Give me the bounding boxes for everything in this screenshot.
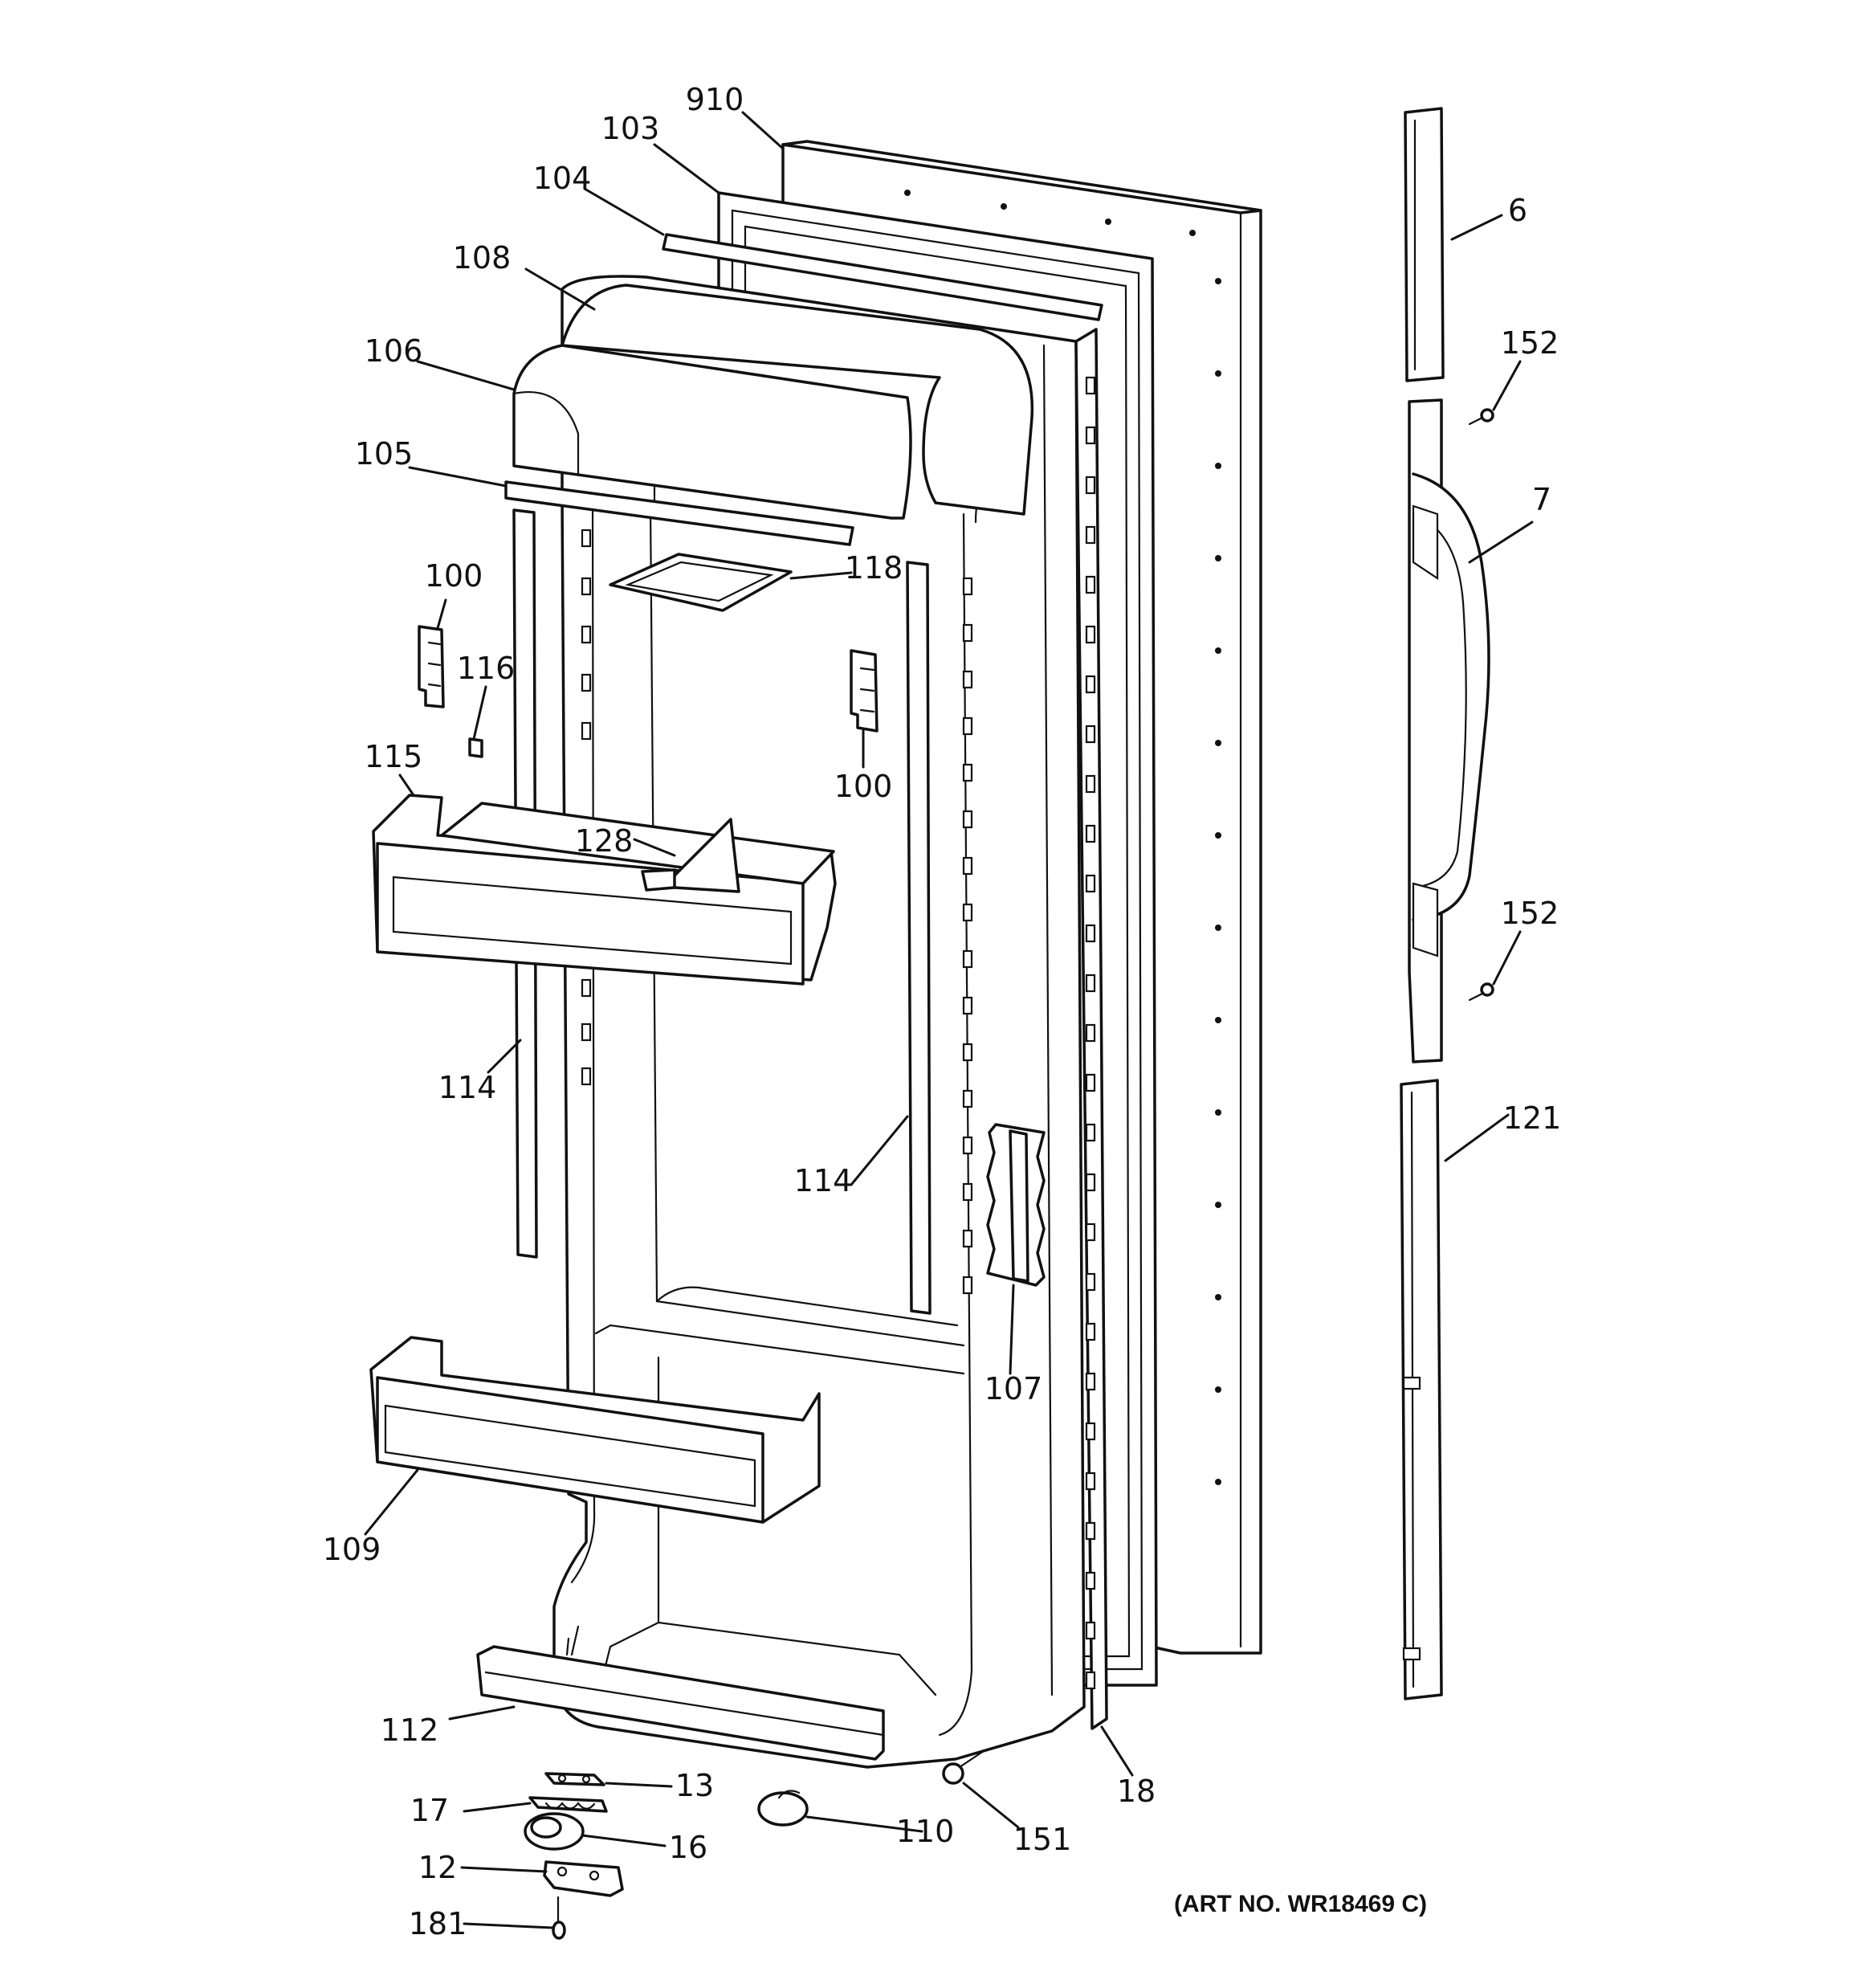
handle-screw-lower [1468,982,1494,1002]
callout-152-lower: 152 [1501,896,1559,931]
hinge-screw [552,1896,566,1940]
top-liner-strip [662,233,1103,321]
callout-106: 106 [365,333,423,369]
door-bin-upper [372,794,837,986]
hinge-strip [1074,328,1108,1730]
hinge-bushing [524,1812,585,1851]
door-stop [757,1790,809,1827]
rail-slots [581,529,973,1295]
hinge-shim [528,1796,608,1813]
art-number: (ART NO. WR18469 C) [1174,1891,1427,1917]
handle-top-trim [1404,107,1445,382]
panel-screw-holes [904,190,1221,1485]
callout-100-left: 100 [425,558,483,594]
callout-6: 6 [1508,193,1527,228]
callout-108: 108 [453,240,512,276]
callout-128: 128 [575,823,634,859]
handle-screw-upper [1468,408,1494,426]
callout-100-right: 100 [834,769,893,804]
callout-151: 151 [1013,1822,1072,1857]
bottom-hinge [543,1860,624,1897]
dairy-compartment [504,284,1034,546]
callout-181: 181 [409,1906,467,1941]
callout-109: 109 [323,1532,381,1567]
callout-18: 18 [1117,1774,1156,1809]
callout-107: 107 [984,1371,1043,1406]
shelf-support-left [418,625,445,708]
door-liner [552,275,1086,1769]
leader-lines [364,111,1534,1929]
callout-114-right: 114 [794,1163,853,1198]
callout-910: 910 [686,82,744,117]
callout-152-upper: 152 [1501,325,1559,361]
door-handle [1408,398,1490,1063]
egg-tray [609,553,793,612]
shelf-support-right [850,649,879,733]
callout-104: 104 [533,161,592,196]
callout-121: 121 [1503,1100,1562,1136]
callout-labels: 910 103 104 108 106 105 100 116 118 100 … [323,82,1562,1941]
callout-7: 7 [1532,482,1551,517]
callout-17: 17 [410,1793,449,1828]
door-bin-lower [369,1336,821,1524]
callout-13: 13 [675,1768,714,1803]
callout-115: 115 [365,739,423,774]
callout-116: 116 [457,651,516,686]
callout-114-left: 114 [438,1070,497,1105]
door-screw [942,1749,985,1785]
callout-112: 112 [381,1712,439,1748]
handle-bottom-trim [1400,1079,1443,1700]
shelf-rail-right [906,561,932,1315]
callout-118: 118 [845,550,903,586]
hinge-cover [544,1772,605,1786]
callout-103: 103 [601,111,660,146]
bin-clip [468,737,483,758]
bottom-trim [476,1645,885,1761]
callout-12: 12 [418,1850,457,1885]
hinge-support [986,1123,1046,1287]
callout-16: 16 [669,1830,707,1865]
hinge-holes [1085,376,1096,1690]
callout-110: 110 [896,1814,955,1849]
callout-105: 105 [355,436,414,471]
